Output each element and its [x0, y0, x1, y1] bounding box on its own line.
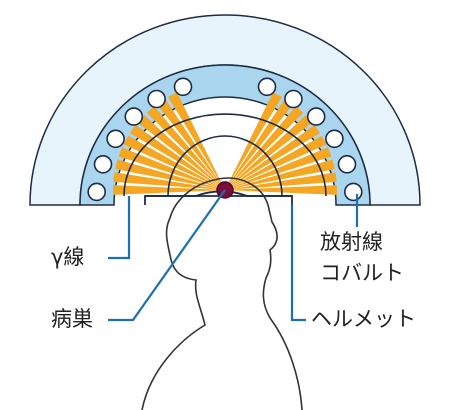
patient-head-outline — [141, 177, 303, 410]
cobalt-source — [306, 107, 326, 126]
gamma-ray-beam — [225, 98, 294, 190]
helmet-label: ヘルメット — [311, 307, 416, 331]
cobalt-source — [147, 89, 166, 109]
gamma-ray-beam — [225, 159, 335, 190]
cobalt-source — [106, 129, 125, 149]
cobalt-sources — [87, 77, 363, 202]
gamma-ray-beam — [225, 124, 321, 190]
cobalt-source — [124, 107, 144, 126]
gamma-ray-beams — [113, 92, 337, 195]
gamma-ray-beam — [168, 92, 225, 190]
gamma-ray-beam — [146, 106, 225, 190]
cobalt-source — [325, 129, 344, 149]
gamma-ray-beam — [225, 92, 282, 190]
gamma-ray-beam — [115, 159, 225, 190]
gamma-ray-leader — [108, 196, 131, 260]
helmet-leader — [290, 205, 306, 322]
cobalt-source — [257, 77, 277, 97]
lesion-label: 病巣 — [51, 307, 93, 331]
gamma-ray-label: γ線 — [51, 245, 85, 269]
lesion-leader — [108, 189, 226, 322]
gamma-ray-beam — [225, 147, 332, 190]
helmet-inner-arc — [167, 135, 283, 197]
gamma-ray-beam — [118, 147, 225, 190]
gamma-ray-beam — [225, 106, 304, 190]
cobalt-source — [93, 155, 113, 174]
cobalt-source — [284, 89, 303, 109]
gamma-ray-beam — [123, 135, 225, 190]
helmet-outer-arc — [123, 113, 327, 197]
cobalt-source — [343, 182, 363, 202]
cobalt-source — [87, 182, 106, 202]
gamma-ray-beam — [225, 135, 327, 190]
cobalt-label-line2: コバルト — [320, 261, 404, 285]
gamma-ray-beam — [129, 124, 225, 190]
gamma-ray-beam — [156, 98, 225, 190]
cobalt-source — [173, 77, 193, 97]
cobalt-label-line1: 放射線 — [320, 230, 383, 254]
cobalt-source — [337, 155, 357, 174]
